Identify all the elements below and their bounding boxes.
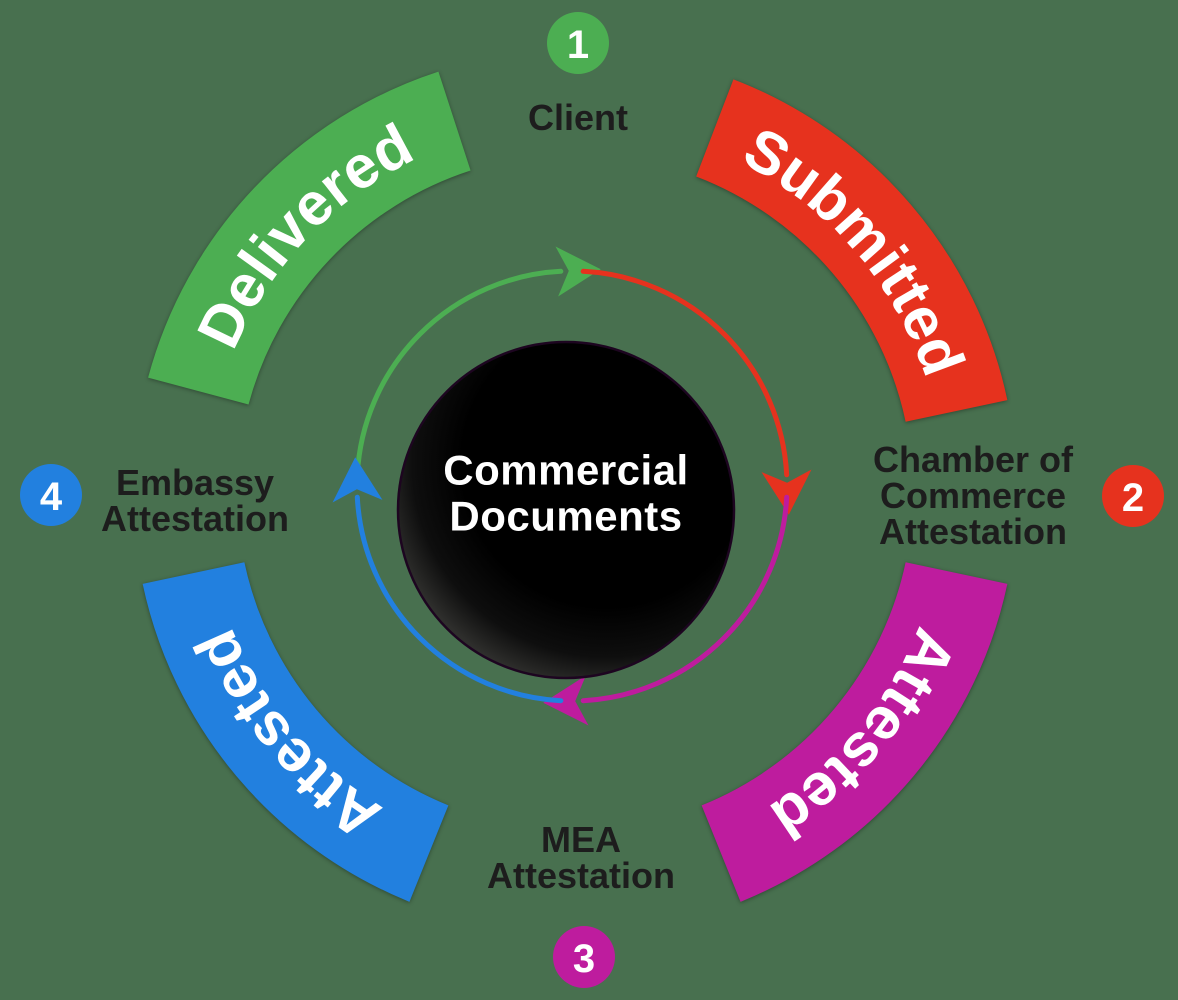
center-circle [396,340,736,680]
step-label-chamber-line2: Commerce [879,475,1067,516]
flow-arc-green [354,246,601,478]
step-label-chamber: Chamber of Commerce Attestation [873,442,1073,550]
step-label-embassy: Embassy Attestation [101,465,289,537]
flow-arc-blue [332,457,564,704]
step-label-embassy-line2: Attestation [101,498,289,539]
arc-attested-embassy [142,561,450,902]
step-label-embassy-line1: Embassy [115,462,275,503]
step-label-mea-line1: MEA [541,819,621,860]
outer-ring [142,71,1008,902]
badge-step-4 [20,464,82,526]
flow-arc-magenta [543,494,790,726]
arc-attested-mea [700,561,1008,902]
step-label-mea: MEA Attestation [487,822,675,894]
badge-step-1-number: 1 [567,23,589,67]
arc-delivered [148,71,472,406]
arc-submitted [695,79,1008,423]
badge-step-1 [547,12,609,74]
badge-step-2-number: 2 [1122,476,1144,520]
step-label-chamber-line3: Attestation [879,511,1067,552]
flow-arc-red [580,268,812,515]
center-title-line2: Documents [449,493,682,540]
badge-step-2 [1102,465,1164,527]
badge-step-3-number: 3 [573,937,595,981]
flow-cycle [332,246,812,726]
step-label-client: Client [528,100,628,136]
step-label-client-line1: Client [527,97,629,138]
center-title-line1: Commercial [443,447,688,494]
badge-step-4-number: 4 [40,475,63,519]
step-badges: 1 2 3 4 [20,12,1164,988]
badge-step-3 [553,926,615,988]
step-label-mea-line2: Attestation [487,855,675,896]
step-label-chamber-line1: Chamber of [872,439,1074,480]
